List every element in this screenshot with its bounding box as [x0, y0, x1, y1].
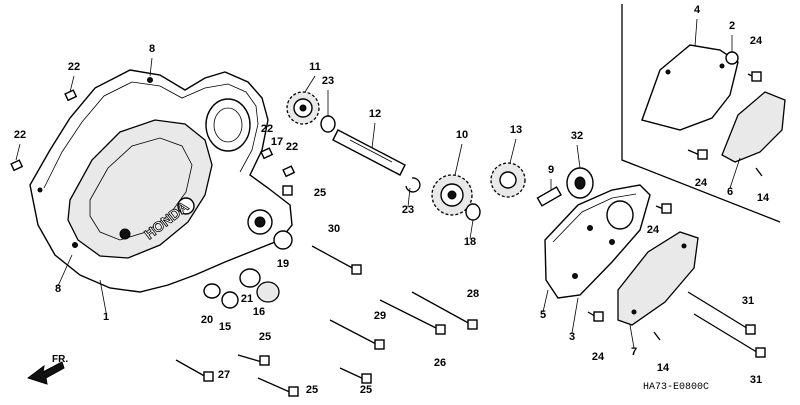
callout-c16: 16: [253, 306, 265, 318]
washer-18: [465, 203, 481, 221]
callout-c17: 17: [271, 136, 283, 148]
callout-c23a: 23: [322, 75, 334, 87]
callout-c4: 4: [694, 4, 701, 16]
shaft-12: [332, 129, 406, 176]
callout-c9: 9: [548, 164, 554, 176]
callout-c27: 27: [218, 369, 230, 381]
callout-c2: 2: [729, 20, 735, 32]
callout-c24b: 24: [695, 177, 708, 189]
callout-c5: 5: [540, 309, 546, 321]
washer-23-top: [320, 115, 336, 133]
seals-and-caps: [203, 230, 293, 309]
callout-c25d: 25: [360, 384, 372, 396]
diagram-code: HA73-E0800C: [643, 382, 709, 393]
callout-c6: 6: [727, 186, 733, 198]
callout-c23b: 23: [402, 204, 414, 216]
callout-c29: 29: [374, 310, 386, 322]
callout-c22c: 22: [261, 123, 273, 135]
callout-c14b: 14: [657, 362, 670, 374]
callout-c11: 11: [309, 61, 321, 73]
callout-c14a: 14: [757, 192, 770, 204]
callout-c19: 19: [277, 258, 289, 270]
callout-c31b: 31: [750, 374, 762, 386]
front-arrow-icon: FR.: [26, 354, 68, 385]
left-crankcase-cover: HONDA: [29, 69, 293, 293]
circlip-23: [405, 177, 421, 193]
callout-c7: 7: [631, 346, 637, 358]
callout-c25a: 25: [314, 187, 326, 199]
pin-9: [536, 186, 562, 207]
callout-c22b: 22: [14, 129, 26, 141]
callout-c20: 20: [201, 314, 213, 326]
callout-c25b: 25: [259, 331, 271, 343]
dowel-pins: [10, 89, 296, 178]
callout-c13: 13: [510, 124, 522, 136]
callout-c24c: 24: [647, 224, 660, 236]
gear-13: [490, 162, 526, 198]
callout-c12: 12: [369, 108, 381, 120]
cover-7: [617, 231, 699, 326]
bolts: [175, 71, 766, 397]
washer-2: [725, 51, 739, 65]
callout-c28: 28: [467, 288, 479, 300]
callout-c25c: 25: [306, 384, 318, 396]
callout-c8b: 8: [55, 283, 61, 295]
inset-cover-6: [721, 91, 786, 163]
callout-c24d: 24: [592, 351, 605, 363]
callout-c22a: 22: [68, 61, 80, 73]
gear-10: [431, 174, 473, 216]
callout-labels: 1234567889101112131414151617181920212222…: [14, 4, 770, 396]
callout-c15: 15: [219, 321, 231, 333]
callout-c22d: 22: [286, 141, 298, 153]
callout-c32: 32: [571, 130, 583, 142]
callout-c26: 26: [434, 357, 446, 369]
callout-c3: 3: [569, 331, 575, 343]
callout-c30: 30: [328, 223, 340, 235]
leader-lines: [15, 18, 741, 349]
callout-c24a: 24: [750, 35, 763, 47]
callout-c21: 21: [241, 293, 253, 305]
callout-c18: 18: [464, 236, 476, 248]
cover-3: [544, 184, 651, 299]
callout-c8a: 8: [149, 43, 155, 55]
bearing-32: [566, 167, 594, 199]
callout-c10: 10: [456, 129, 468, 141]
gear-11: [286, 91, 320, 125]
callout-c31a: 31: [742, 295, 754, 307]
callout-c1: 1: [103, 311, 109, 323]
inset-frame: [621, 4, 781, 223]
inset-cover-4: [641, 44, 739, 131]
front-indicator: FR.: [52, 354, 68, 365]
